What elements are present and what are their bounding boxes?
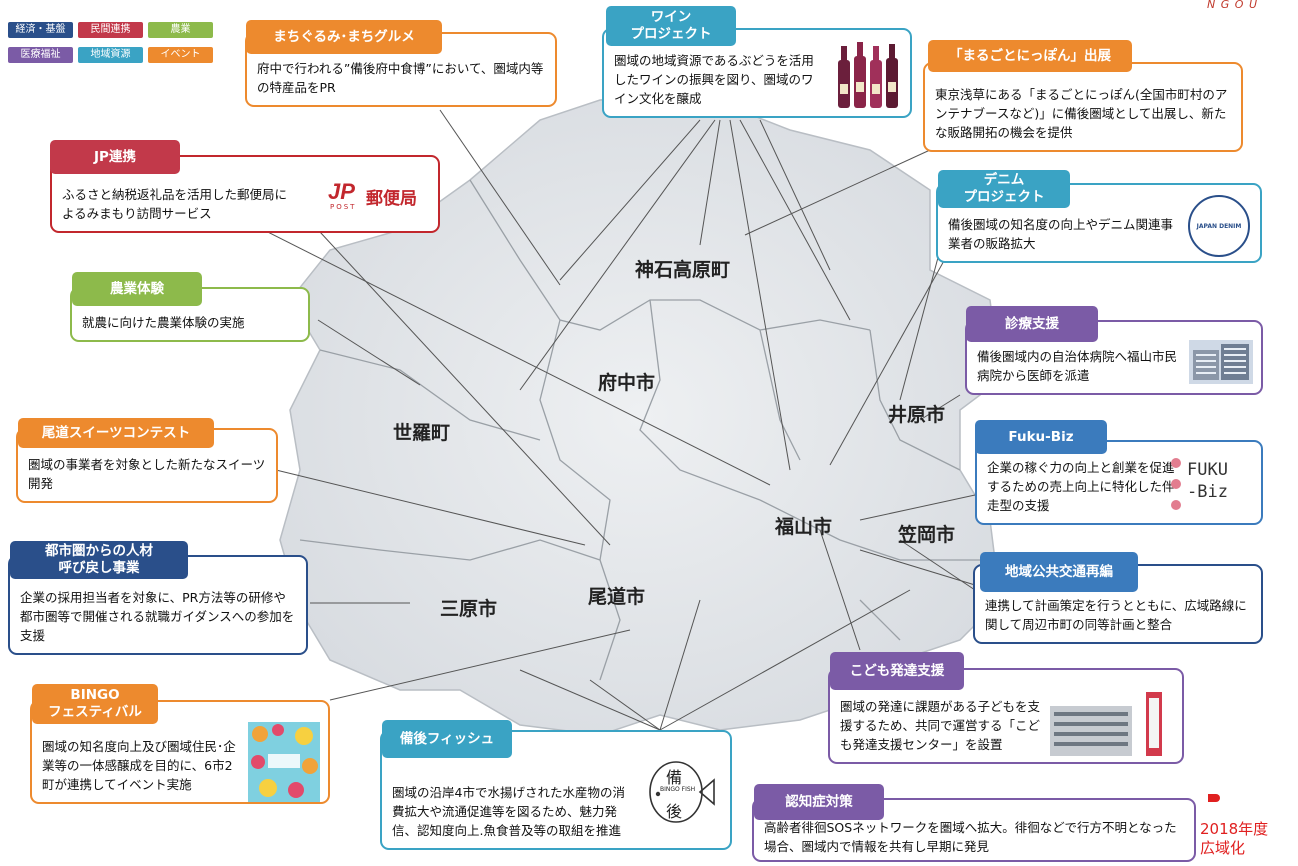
card-denim-body: 備後圏域の知名度の向上やデニム関連事業者の販路拡大	[948, 217, 1174, 251]
card-jp-body: ふるさと納税返礼品を活用した郵便局によるみまもり訪問サービス	[62, 187, 288, 221]
tag-sweets: 尾道スイーツコンテスト	[18, 418, 214, 448]
card-bingo: 圏域の知名度向上及び圏域住民･企業等の一体感醸成を目的に、6市2町が連携してイベ…	[30, 700, 330, 804]
tag-jp: JP連携	[50, 140, 180, 174]
region-jinseki: 神石高原町	[635, 259, 731, 281]
region-ibara: 井原市	[888, 404, 946, 426]
card-koutsuu-body: 連携して計画策定を行うとともに、広域路線に関して周辺市町の同等計画と整合	[985, 598, 1247, 632]
region-kasaoka: 笠岡市	[898, 524, 956, 546]
tag-machigurumi: まちぐるみ･まちグルメ	[246, 20, 442, 54]
fish-logo-sub: BINGO FISH	[660, 786, 696, 793]
tag-nougyou: 農業体験	[72, 272, 202, 306]
card-fukubiz: 企業の稼ぐ力の向上と創業を促進するための売上向上に特化した伴走型の支援 FUKU…	[975, 440, 1263, 525]
legend-minkan: 民間連携	[78, 22, 143, 38]
tag-fukubiz: Fuku-Biz	[975, 420, 1107, 454]
note-line2: 広域化	[1200, 839, 1246, 857]
denim-logo-text: JAPAN DENIM	[1196, 222, 1242, 230]
legend-event: イベント	[148, 47, 213, 63]
tag-jinzai: 都市圏からの人材 呼び戻し事業	[10, 541, 188, 579]
card-jp: ふるさと納税返礼品を活用した郵便局によるみまもり訪問サービス JP POST 郵…	[50, 155, 440, 233]
card-nougyou-body: 就農に向けた農業体験の実施	[82, 315, 245, 330]
legend-keizai: 経済・基盤	[8, 22, 73, 38]
card-jinzai: 企業の採用担当者を対象に、PR方法等の研修や都市圏等で開催される就職ガイダンスへ…	[8, 555, 308, 655]
hospital-building-image	[1189, 340, 1253, 384]
region-mihara: 三原市	[440, 598, 498, 620]
card-bingo-body: 圏域の知名度向上及び圏域住民･企業等の一体感醸成を目的に、6市2町が連携してイベ…	[42, 739, 236, 792]
fukubiz-logo-line1: FUKU	[1187, 460, 1228, 480]
tag-koutsuu: 地域公共交通再編	[980, 552, 1138, 592]
card-jinzai-body: 企業の採用担当者を対象に、PR方法等の研修や都市圏等で開催される就職ガイダンスへ…	[20, 590, 295, 643]
legend-chiiki: 地域資源	[78, 47, 143, 63]
card-kodomo-body: 圏域の発達に課題がある子どもを支援するため、共同で運営する「こども発達支援センタ…	[840, 699, 1041, 752]
fish-outline-icon	[649, 761, 715, 823]
card-wine-body: 圏域の地域資源であるぶどうを活用したワインの振興を図り、圏域のワイン文化を醸成	[614, 53, 814, 106]
tag-shinryou: 診療支援	[966, 306, 1098, 342]
corner-logo-text: N G O U	[1207, 0, 1258, 11]
kodomo-center-building-image	[1050, 692, 1162, 756]
tag-wine: ワイン プロジェクト	[606, 6, 736, 46]
bingo-festival-poster-image	[248, 722, 320, 802]
card-fukubiz-body: 企業の稼ぐ力の向上と創業を促進するための売上向上に特化した伴走型の支援	[987, 460, 1175, 513]
card-marugoto: 東京浅草にある「まるごとにっぽん(全国市町村のアンテナブースなど)」に備後圏域と…	[923, 62, 1243, 152]
tag-marugoto: 「まるごとにっぽん」出展	[928, 40, 1132, 72]
jp-post-sub: POST	[330, 203, 357, 211]
region-sera: 世羅町	[393, 422, 451, 444]
fukubiz-logo-line2: -Biz	[1187, 482, 1228, 502]
tag-bingo: BINGO フェスティバル	[32, 684, 158, 724]
wine-bottles-image	[838, 42, 898, 108]
region-fukuyama: 福山市	[775, 516, 833, 538]
jp-post-logo: JP POST 郵便局	[328, 179, 428, 215]
card-fish-body: 圏域の沿岸4市で水揚げされた水産物の消費拡大や流通促進等を図るため、魅力発信、認…	[392, 785, 625, 838]
fish-logo-top: 備	[666, 768, 683, 787]
bingo-fish-logo: 備 BINGO FISH 後	[646, 754, 716, 834]
card-fish: 圏域の沿岸4市で水揚げされた水産物の消費拡大や流通促進等を図るため、魅力発信、認…	[380, 730, 732, 850]
tag-kodomo: こども発達支援	[830, 652, 964, 690]
jp-logo-text: 郵便局	[366, 189, 417, 209]
municipal-borders	[299, 179, 990, 681]
legend-nougyou: 農業	[148, 22, 213, 38]
region-onomichi: 尾道市	[588, 586, 646, 608]
note-2018: 2018年度 広域化	[1200, 820, 1268, 858]
fukubiz-logo: FUKU -Biz	[1171, 458, 1253, 510]
card-sweets-body: 圏域の事業者を対象とした新たなスイーツ開発	[28, 457, 266, 491]
jp-mark-icon: JP	[328, 179, 355, 204]
flag-icon	[1208, 794, 1220, 802]
note-line1: 2018年度	[1200, 820, 1269, 838]
card-marugoto-body: 東京浅草にある「まるごとにっぽん(全国市町村のアンテナブースなど)」に備後圏域と…	[935, 87, 1228, 140]
card-machigurumi-body: 府中で行われる”備後府中食博”において、圏域内等の特産品をPR	[257, 61, 544, 95]
region-fuchu: 府中市	[598, 372, 656, 394]
card-shinryou-body: 備後圏域内の自治体病院へ福山市民病院から医師を派遣	[977, 349, 1178, 383]
tag-fish: 備後フィッシュ	[382, 720, 512, 758]
fish-logo-bottom: 後	[666, 802, 683, 821]
tag-ninchi: 認知症対策	[754, 784, 884, 820]
denim-logo: JAPAN DENIM	[1188, 195, 1250, 257]
connector-lines	[239, 109, 976, 731]
legend-iryou: 医療福祉	[8, 47, 73, 63]
card-ninchi-body: 高齢者徘徊SOSネットワークを圏域へ拡大。徘徊などで行方不明となった場合、圏域内…	[764, 820, 1177, 854]
tag-denim: デニム プロジェクト	[938, 170, 1070, 208]
